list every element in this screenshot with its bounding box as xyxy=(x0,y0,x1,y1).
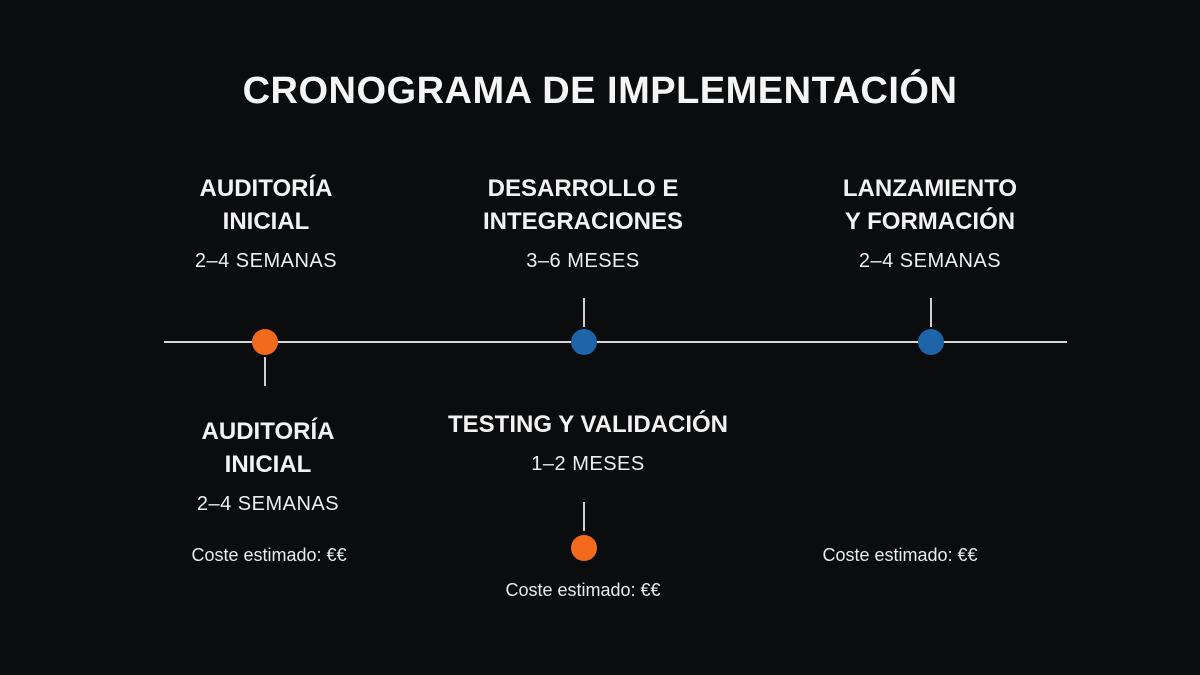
phase-duration: 2–4 SEMANAS xyxy=(858,250,1002,272)
milestone-marker-auditoria xyxy=(252,329,278,355)
cost-estimate-testing: Coste estimado: €€ xyxy=(505,580,661,600)
phase-title-line: DESARROLLO E xyxy=(487,175,679,202)
phase-title-line: INTEGRACIONES xyxy=(482,208,684,235)
phase-title-line: LANZAMIENTO xyxy=(842,175,1018,202)
phase-duration: 3–6 MESES xyxy=(526,250,640,272)
phase-duration: 1–2 MESES xyxy=(531,453,645,475)
connector-auditoria xyxy=(264,357,266,386)
connector-testing xyxy=(583,502,585,531)
milestone-marker-desarrollo xyxy=(571,329,597,355)
phase-title-line: INICIAL xyxy=(222,208,310,235)
phase-duration: 2–4 SEMANAS xyxy=(194,250,338,272)
phase-title-line: Y FORMACIÓN xyxy=(844,208,1016,235)
phase-title: AUDITORÍA INICIAL xyxy=(195,172,337,238)
phase-lanzamiento-top: LANZAMIENTO Y FORMACIÓN 2–4 SEMANAS xyxy=(843,172,1017,273)
connector-desarrollo xyxy=(583,298,585,327)
cost-estimate-lanzamiento: Coste estimado: €€ xyxy=(822,545,978,565)
phase-duration: 2–4 SEMANAS xyxy=(196,493,340,515)
phase-title: AUDITORÍA INICIAL xyxy=(197,415,339,481)
phase-auditoria-top: AUDITORÍA INICIAL 2–4 SEMANAS xyxy=(195,172,337,273)
phase-title-line: AUDITORÍA xyxy=(201,418,335,445)
timeline-axis xyxy=(164,341,1067,343)
milestone-marker-testing xyxy=(571,535,597,561)
milestone-marker-lanzamiento xyxy=(918,329,944,355)
phase-desarrollo-top: DESARROLLO E INTEGRACIONES 3–6 MESES xyxy=(483,172,683,273)
cost-estimate-auditoria: Coste estimado: €€ xyxy=(191,545,347,565)
page-title: CRONOGRAMA DE IMPLEMENTACIÓN xyxy=(242,70,958,112)
phase-title-line: INICIAL xyxy=(224,451,312,478)
phase-title: DESARROLLO E INTEGRACIONES xyxy=(483,172,683,238)
phase-testing-bottom: TESTING Y VALIDACIÓN 1–2 MESES xyxy=(448,408,728,476)
phase-auditoria-bottom: AUDITORÍA INICIAL 2–4 SEMANAS xyxy=(197,415,339,516)
phase-title: LANZAMIENTO Y FORMACIÓN xyxy=(843,172,1017,238)
phase-title-line: AUDITORÍA xyxy=(199,175,333,202)
phase-title: TESTING Y VALIDACIÓN xyxy=(447,411,729,438)
connector-lanzamiento xyxy=(930,298,932,327)
